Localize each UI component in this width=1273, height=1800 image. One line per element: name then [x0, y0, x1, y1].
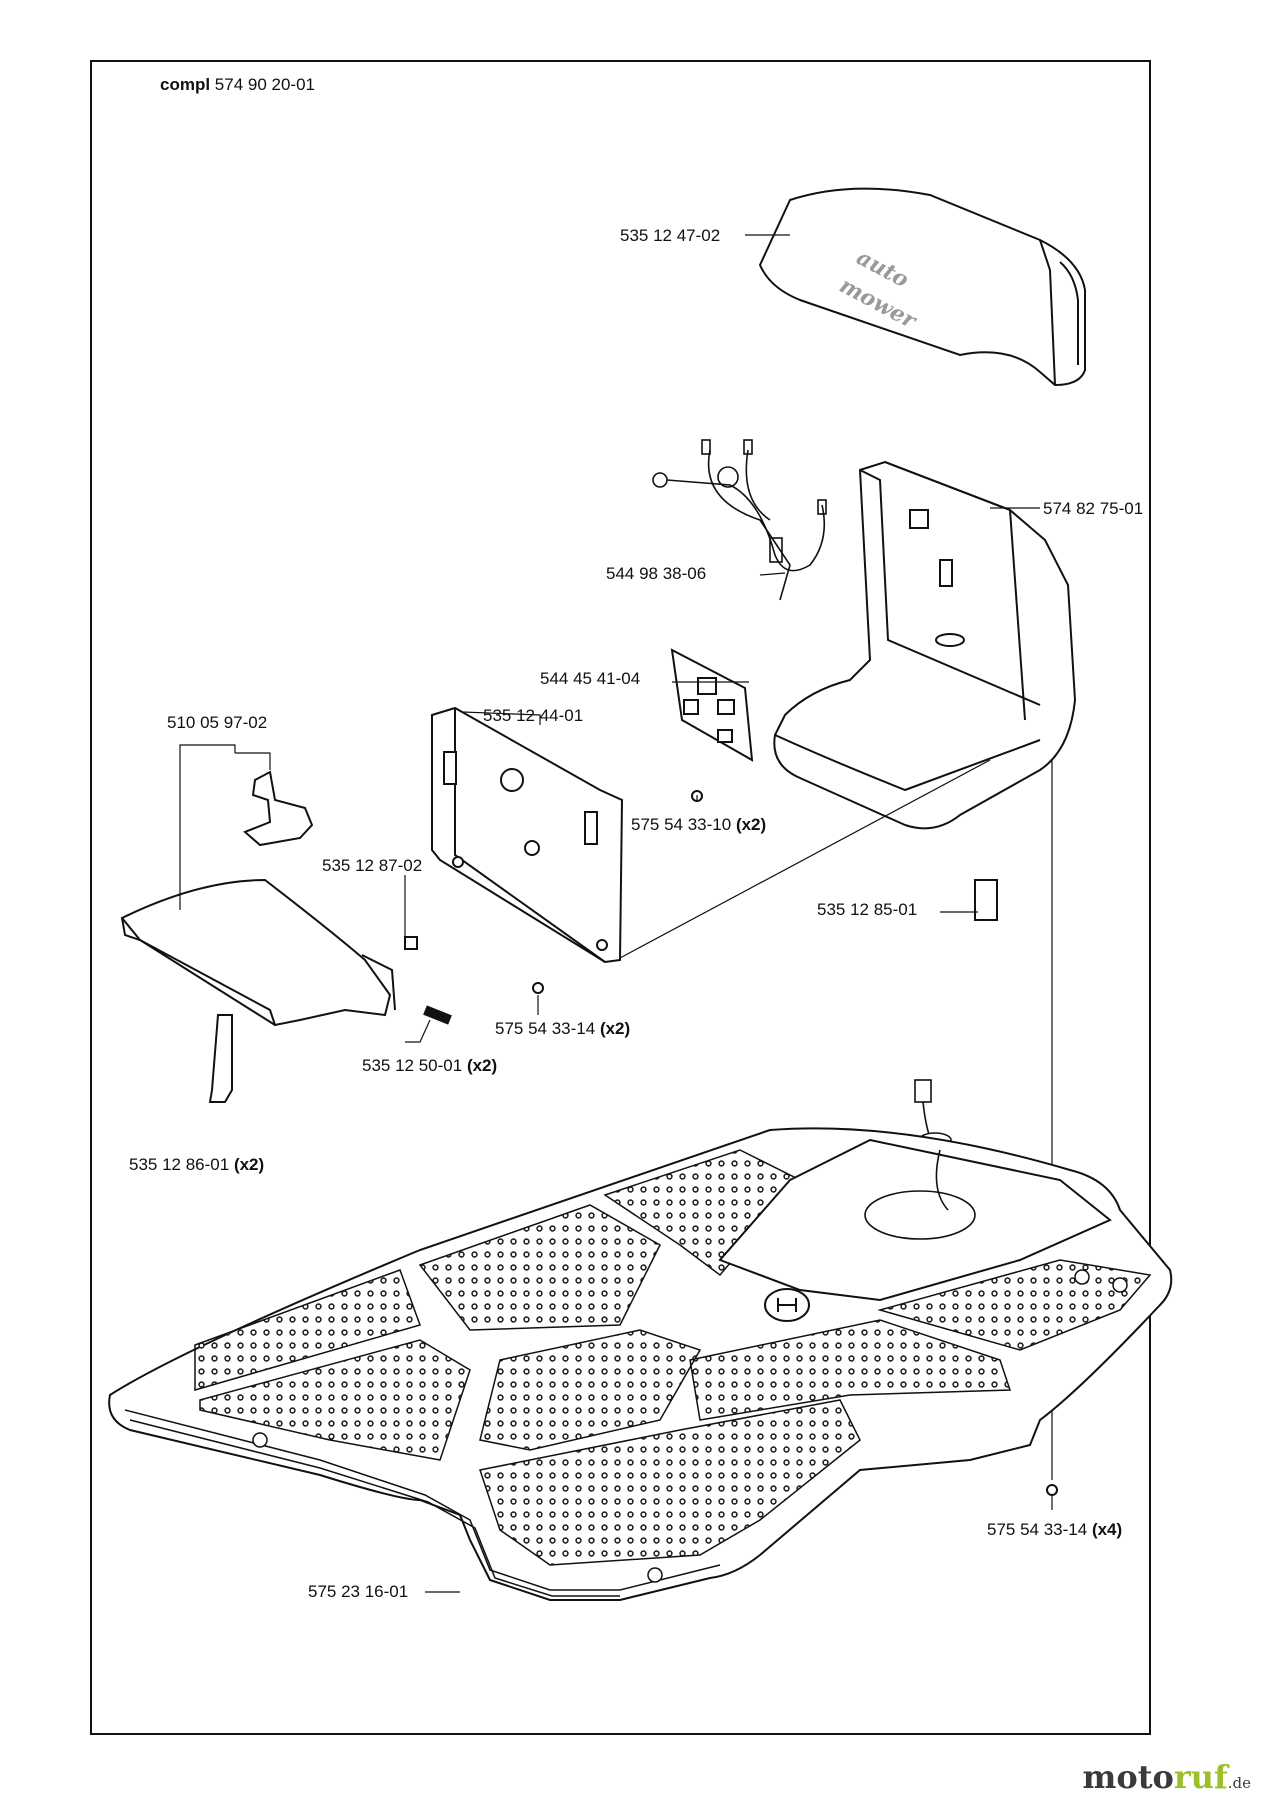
assembly-title: compl 574 90 20-01	[160, 75, 315, 95]
part-label: 575 54 33-10 (x2)	[631, 815, 767, 834]
diagram-frame	[90, 60, 1151, 1735]
watermark-logo: motoruf.de	[1082, 1758, 1251, 1796]
assembly-title-number: 574 90 20-01	[214, 75, 315, 94]
charging-station-housing	[773, 460, 1077, 830]
part-label: 544 98 38-06	[606, 564, 707, 583]
bracket	[243, 770, 314, 847]
part-label: 575 23 16-01	[308, 1582, 409, 1601]
part-label: 510 05 97-02	[167, 713, 268, 732]
part-label: 535 12 47-02	[620, 226, 721, 245]
part-label: 574 82 75-01	[1043, 499, 1144, 518]
assembly-title-prefix: compl	[160, 75, 211, 94]
part-label: 575 54 33-14 (x2)	[495, 1019, 631, 1038]
part-label: 535 12 44-01	[483, 706, 584, 725]
part-label: 535 12 86-01 (x2)	[129, 1155, 265, 1174]
part-label: 535 12 50-01 (x2)	[362, 1056, 498, 1075]
part-label: 575 54 33-14 (x4)	[987, 1520, 1123, 1539]
small-parts	[208, 790, 1058, 1496]
guide-plate	[120, 878, 452, 1027]
part-label: 535 12 85-01	[817, 900, 918, 919]
top-cover: auto mower	[758, 187, 1086, 387]
circuit-board	[670, 648, 754, 762]
base-plate	[108, 1127, 1173, 1601]
screw-part-2	[532, 982, 544, 994]
wiring-harness	[652, 439, 827, 601]
contact-strip-part	[208, 1014, 233, 1103]
screw-part-3	[1046, 1484, 1058, 1496]
mounting-plate	[431, 706, 624, 964]
connector-part	[974, 879, 998, 921]
pin-part	[404, 936, 418, 950]
part-label: 535 12 87-02	[322, 856, 423, 875]
part-label: 544 45 41-04	[540, 669, 641, 688]
